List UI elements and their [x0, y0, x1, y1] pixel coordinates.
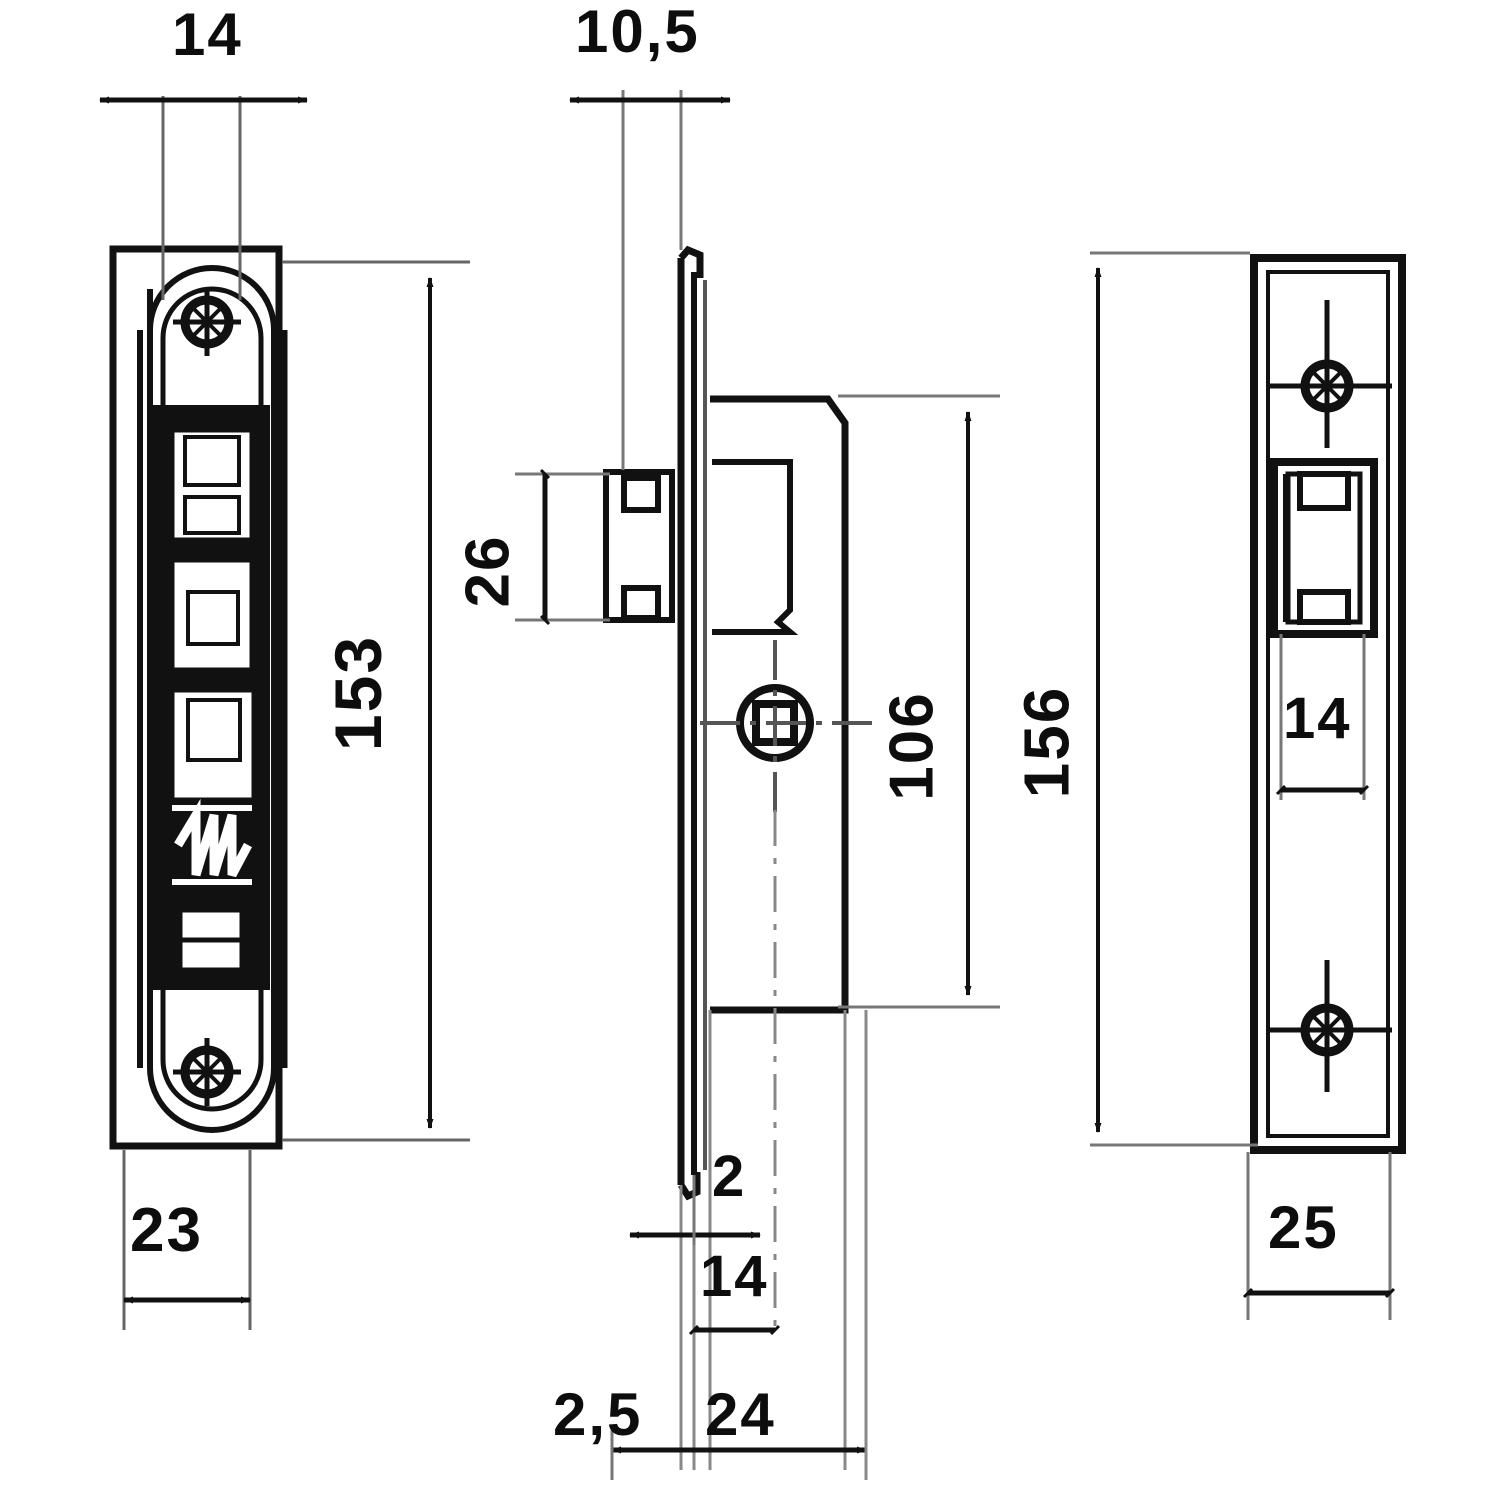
dimension-label-rear-width: 25: [1268, 1194, 1339, 1261]
front-view-dimensions: [99, 96, 470, 1330]
side-view-dimensions: [515, 90, 1250, 1480]
front-view-geometry: [109, 245, 288, 1150]
rear-view-dimensions: [1090, 634, 1396, 1320]
dimension-label-side-forend-thickness: 2,5: [553, 1381, 643, 1448]
rear-view-geometry: [1250, 254, 1406, 1154]
dimension-label-side-top: 10,5: [575, 0, 700, 65]
dimension-label-rear-slot-width: 14: [1283, 686, 1352, 751]
dimension-label-side-backset-center: 106: [877, 691, 947, 801]
dimension-label-side-plate-thickness: 2: [712, 1144, 747, 1209]
dimension-label-side-body-width: 24: [705, 1381, 776, 1448]
dimension-label-front-width-top: 14: [172, 1, 243, 68]
dimension-label-front-height: 153: [321, 634, 396, 752]
dimension-label-front-width-bottom: 23: [130, 1196, 203, 1265]
dimension-label-side-latch-height: 26: [453, 534, 523, 608]
dimension-label-side-total-height: 156: [1010, 685, 1083, 799]
dimension-label-side-case-depth: 14: [700, 1244, 769, 1309]
